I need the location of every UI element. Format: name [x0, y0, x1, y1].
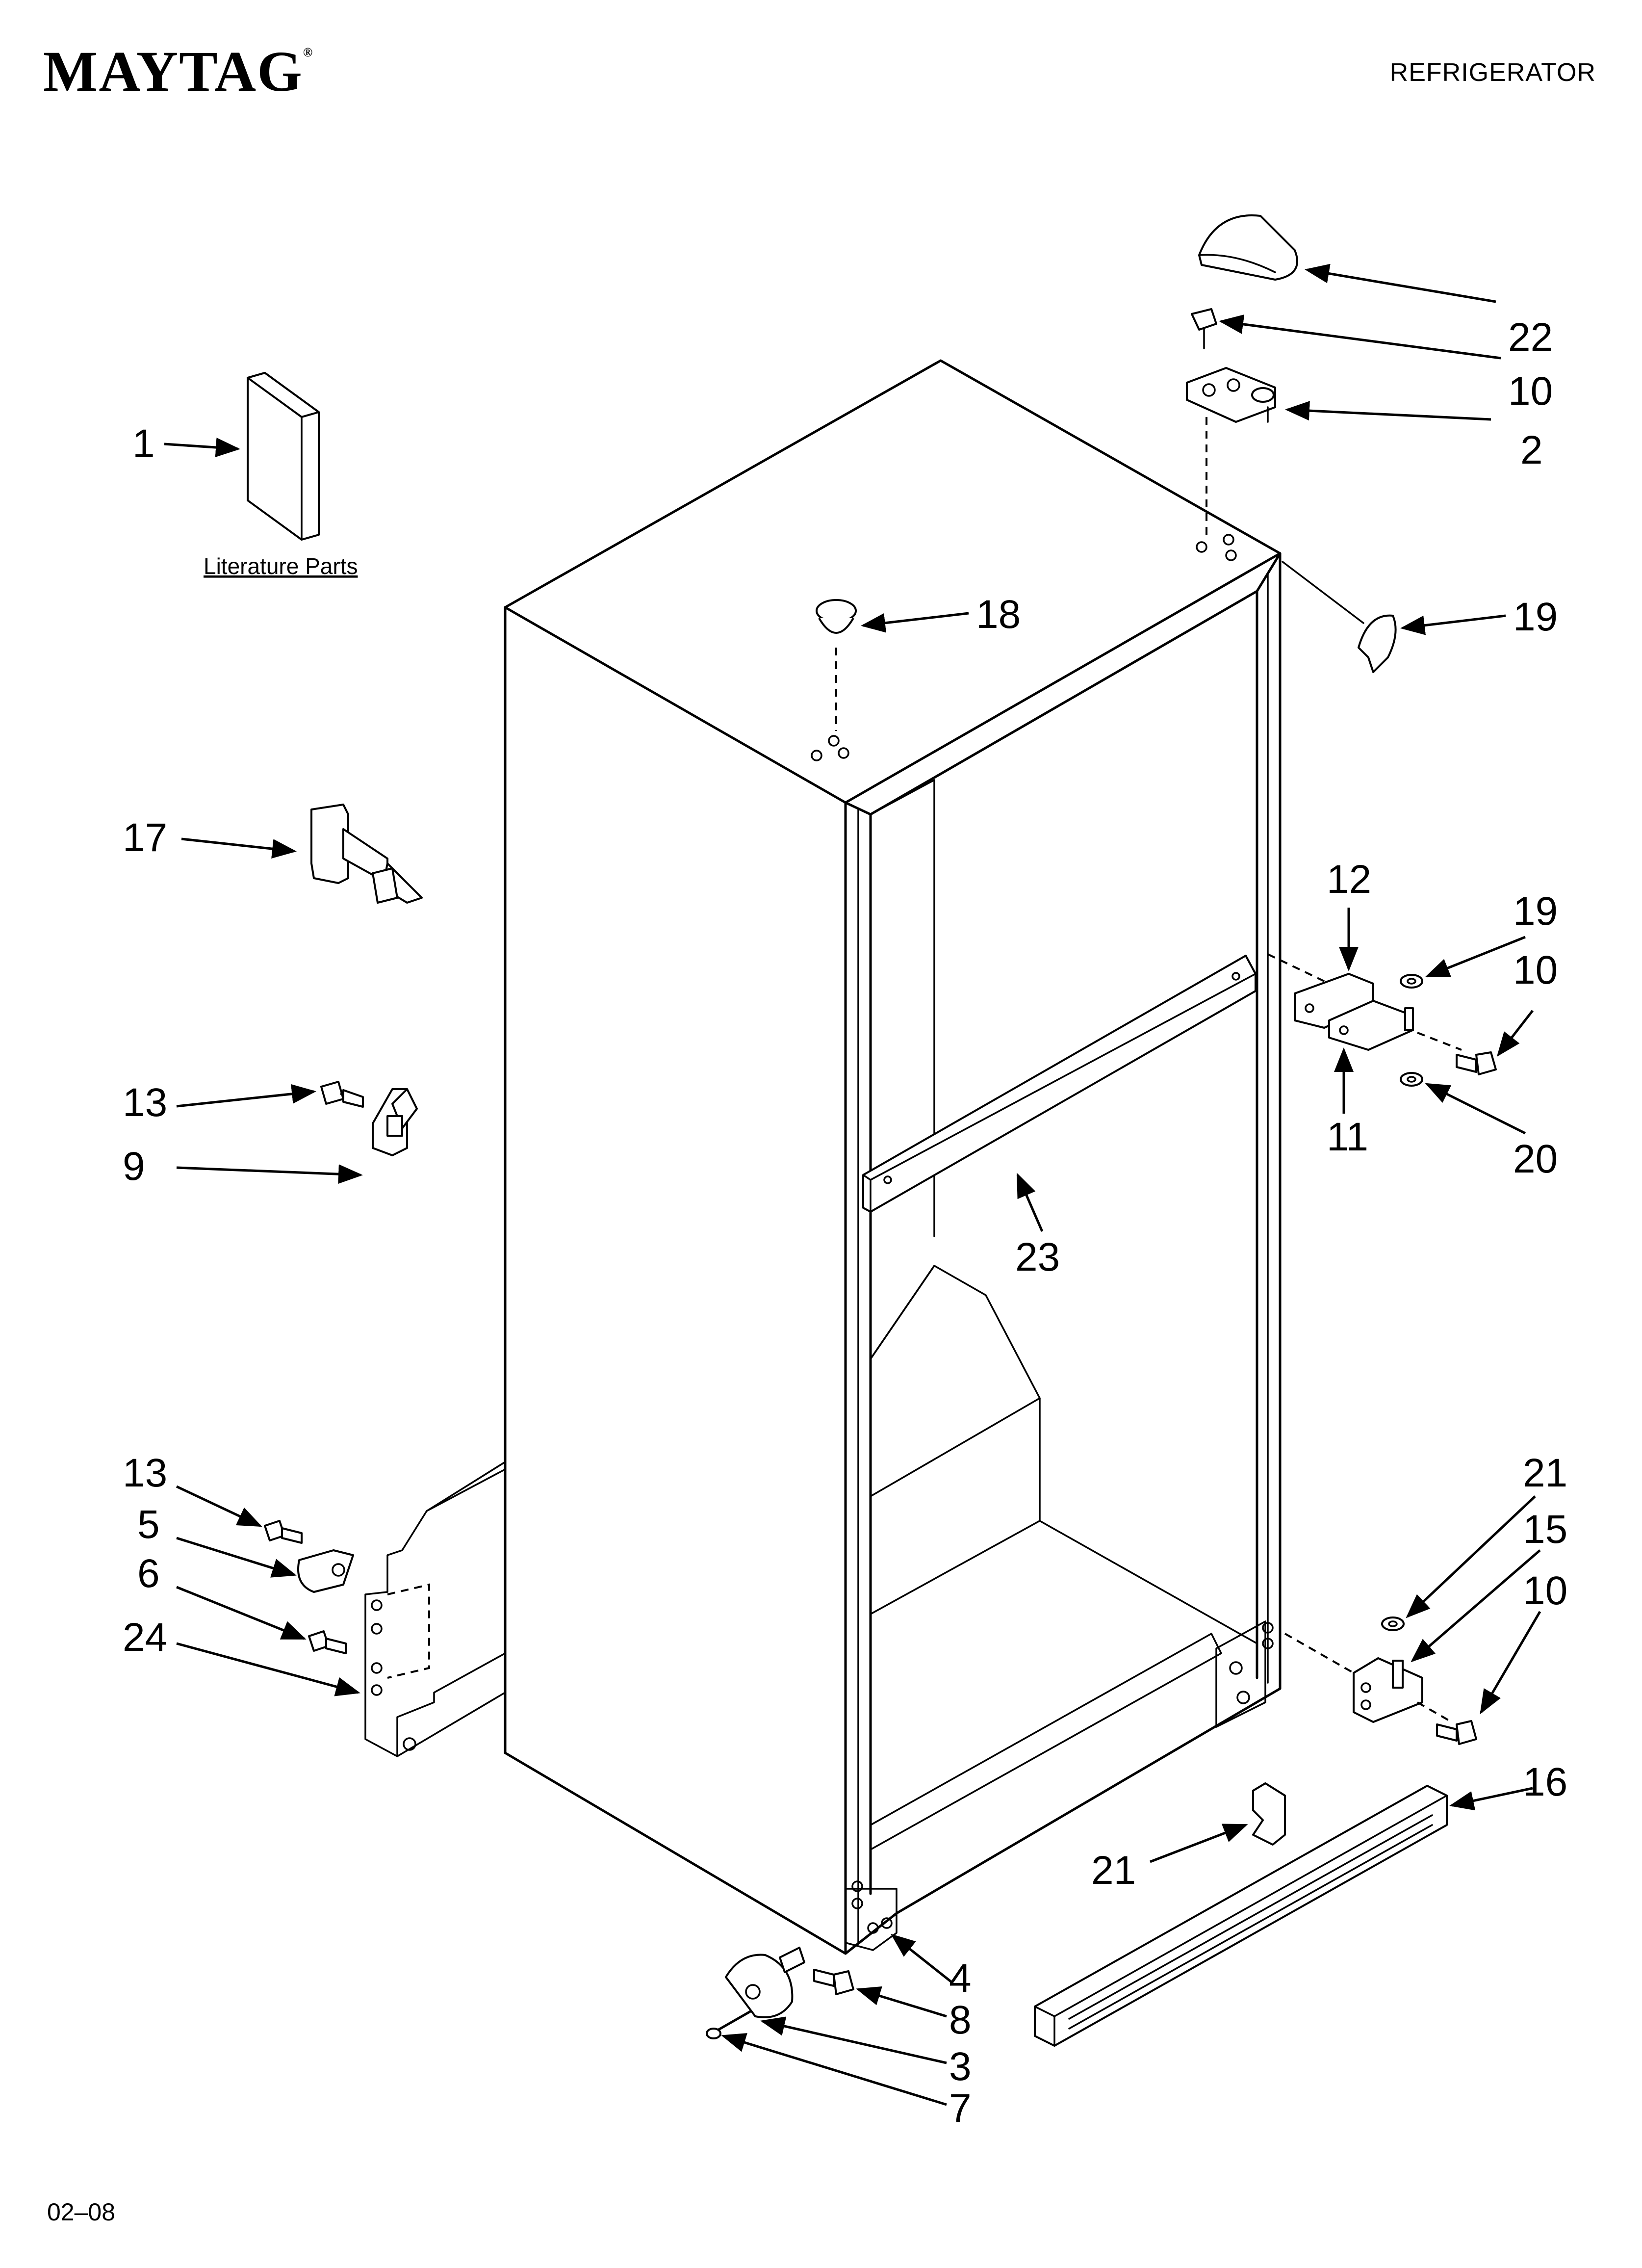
divider-rail-23: [862, 955, 1257, 1213]
part-22-hinge-cover: [1198, 214, 1298, 281]
callout-24: 24: [123, 1615, 167, 1660]
part-14-bottom-hinge: [1353, 1657, 1423, 1723]
part-20-washer: [1381, 1616, 1405, 1631]
registered-mark: ®: [303, 45, 314, 59]
part-12-11-center-hinge: [1294, 973, 1414, 1051]
part-10-screw-lower: [1436, 1720, 1477, 1745]
callout-4: 4: [949, 1956, 972, 2001]
callout-8: 8: [949, 1998, 972, 2042]
part-3-roller-bracket: [725, 1947, 805, 2018]
part-1-literature: [247, 372, 320, 541]
callout-14: 15: [1523, 1507, 1567, 1552]
part-6-screw: [308, 1630, 347, 1654]
callout-arrows: [164, 263, 1541, 2106]
part-9-door-stop: [372, 1088, 418, 1156]
callout-13-lower: 13: [123, 1451, 167, 1495]
callout-13-upper: 13: [123, 1080, 167, 1125]
callout-6: 6: [137, 1551, 160, 1596]
part-15-stop: [310, 804, 423, 904]
part-10-screw-top: [1191, 308, 1217, 349]
callout-labels: 1 22 10 2 18 19 17 12 19 10 11 20 13 9 2…: [123, 315, 1567, 2131]
part-21-clip: [1252, 1782, 1286, 1846]
part-18-toe-grille: [1034, 1785, 1448, 2047]
callout-21: 21: [1091, 1848, 1136, 1893]
part-13-screw-lower: [264, 1520, 303, 1544]
callout-9: 9: [123, 1144, 145, 1189]
callout-22: 22: [1508, 315, 1553, 360]
callout-10-top: 10: [1508, 369, 1553, 414]
literature-parts-caption: Literature Parts: [204, 553, 358, 579]
callout-5: 5: [137, 1502, 160, 1547]
part-2-top-hinge: [1186, 367, 1276, 423]
brand-name: MAYTAG: [43, 39, 303, 104]
part-7-pin: [706, 2010, 752, 2039]
callout-19-bottom: 20: [1513, 1137, 1558, 1181]
callout-10-middle: 10: [1513, 948, 1558, 992]
part-17-shim: [1358, 614, 1397, 673]
part-13-screw-upper: [320, 1081, 364, 1108]
callout-7: 7: [949, 2086, 972, 2131]
part-16-plug: [816, 599, 857, 634]
document-title: REFRIGERATOR: [1389, 58, 1596, 87]
callout-20: 21: [1523, 1451, 1567, 1495]
callout-18: 16: [1523, 1760, 1567, 1804]
callout-2: 2: [1520, 428, 1543, 472]
callout-17: 19: [1513, 595, 1558, 639]
callout-11: 11: [1327, 1115, 1368, 1159]
callout-19-top: 19: [1513, 889, 1558, 934]
brand-logo: MAYTAG®: [43, 38, 313, 105]
document-code: 02–08: [47, 2198, 116, 2226]
part-8-screw: [813, 1969, 854, 1995]
callout-3: 3: [949, 2044, 972, 2089]
refrigerator-cabinet: [504, 359, 1282, 1955]
callout-1: 1: [132, 421, 155, 466]
part-19-washer-top: [1400, 974, 1423, 989]
callout-23: 23: [1015, 1235, 1060, 1279]
callout-12: 12: [1327, 857, 1371, 902]
side-panel-24: [364, 1461, 506, 1757]
part-5-clip: [297, 1549, 354, 1593]
callout-16: 18: [976, 592, 1021, 637]
part-10-screw-middle: [1456, 1051, 1497, 1075]
callout-15: 17: [123, 815, 167, 860]
part-19-washer-bottom: [1400, 1072, 1423, 1087]
callout-10-lower: 10: [1523, 1568, 1567, 1613]
